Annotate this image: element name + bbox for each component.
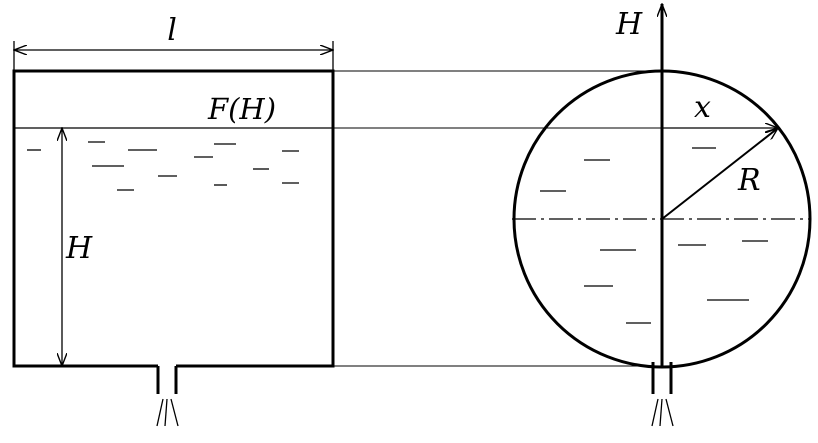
- side-outflow-jet: [156, 398, 179, 427]
- height-left-label: H: [65, 231, 93, 266]
- tank-side-view: l F(H) H: [12, 13, 335, 427]
- half-width-label: x: [694, 90, 711, 125]
- section-outflow-jet: [651, 398, 674, 427]
- side-water-dashes: [27, 141, 299, 191]
- height-axis-label: H: [615, 7, 643, 42]
- length-label: l: [167, 13, 177, 48]
- tank-side-outline: [12, 69, 335, 368]
- tank-cross-section: H x R: [512, 4, 812, 427]
- radius-label: R: [737, 163, 761, 198]
- radius-arrow: [661, 128, 778, 220]
- section-water-dashes: [540, 147, 768, 324]
- area-function-label: F(H): [207, 92, 276, 126]
- projection-lines: [333, 70, 662, 367]
